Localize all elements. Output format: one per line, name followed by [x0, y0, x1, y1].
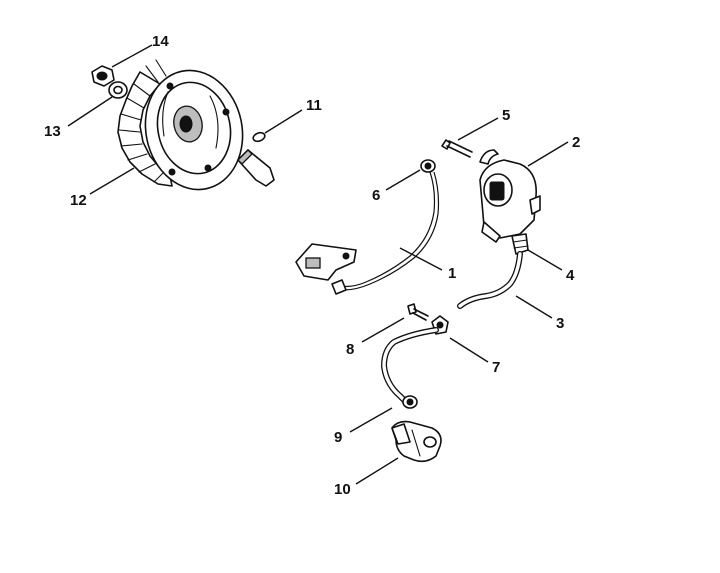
key-part [252, 131, 266, 143]
leader-11 [264, 109, 303, 134]
callout-labels: 14 13 12 11 5 2 6 1 4 3 8 7 9 10 [44, 33, 580, 498]
leader-6 [385, 169, 421, 191]
plug-part [237, 149, 275, 187]
callout-6: 6 [372, 187, 380, 204]
leader-7 [449, 337, 489, 363]
leader-9 [349, 407, 393, 433]
callout-3: 3 [556, 315, 564, 332]
callout-11: 11 [306, 97, 322, 114]
leader-8 [361, 317, 405, 343]
grommet-part [511, 233, 529, 255]
leader-1 [399, 247, 443, 271]
wire-terminal-screw [420, 159, 436, 173]
leader-12 [89, 167, 135, 195]
callout-9: 9 [334, 429, 342, 446]
callout-8: 8 [346, 341, 354, 358]
callout-14: 14 [152, 33, 169, 50]
leader-lines [67, 44, 569, 485]
callout-13: 13 [44, 123, 61, 140]
callout-10: 10 [334, 481, 351, 498]
leader-4 [527, 249, 563, 271]
leader-13 [67, 96, 113, 127]
leader-5 [457, 117, 499, 141]
washer-part [108, 81, 128, 99]
ignition-module-part [479, 159, 541, 243]
nut-part [91, 65, 115, 87]
spark-plug-boot-part [391, 420, 442, 463]
leader-14 [111, 44, 153, 68]
leader-2 [527, 141, 569, 167]
spark-plug-lead-part [380, 327, 439, 409]
ignition-lead-part [457, 251, 523, 309]
screw-part [441, 139, 499, 165]
callout-2: 2 [572, 134, 580, 151]
leader-10 [355, 457, 399, 485]
callout-1: 1 [448, 265, 456, 282]
screw-part-small [407, 303, 429, 321]
callout-7: 7 [492, 359, 500, 376]
callout-5: 5 [502, 107, 510, 124]
callout-4: 4 [566, 267, 575, 284]
flywheel-part [117, 59, 244, 191]
leader-3 [515, 295, 553, 319]
short-circuit-wire-part [295, 171, 440, 295]
callout-12: 12 [70, 192, 87, 209]
